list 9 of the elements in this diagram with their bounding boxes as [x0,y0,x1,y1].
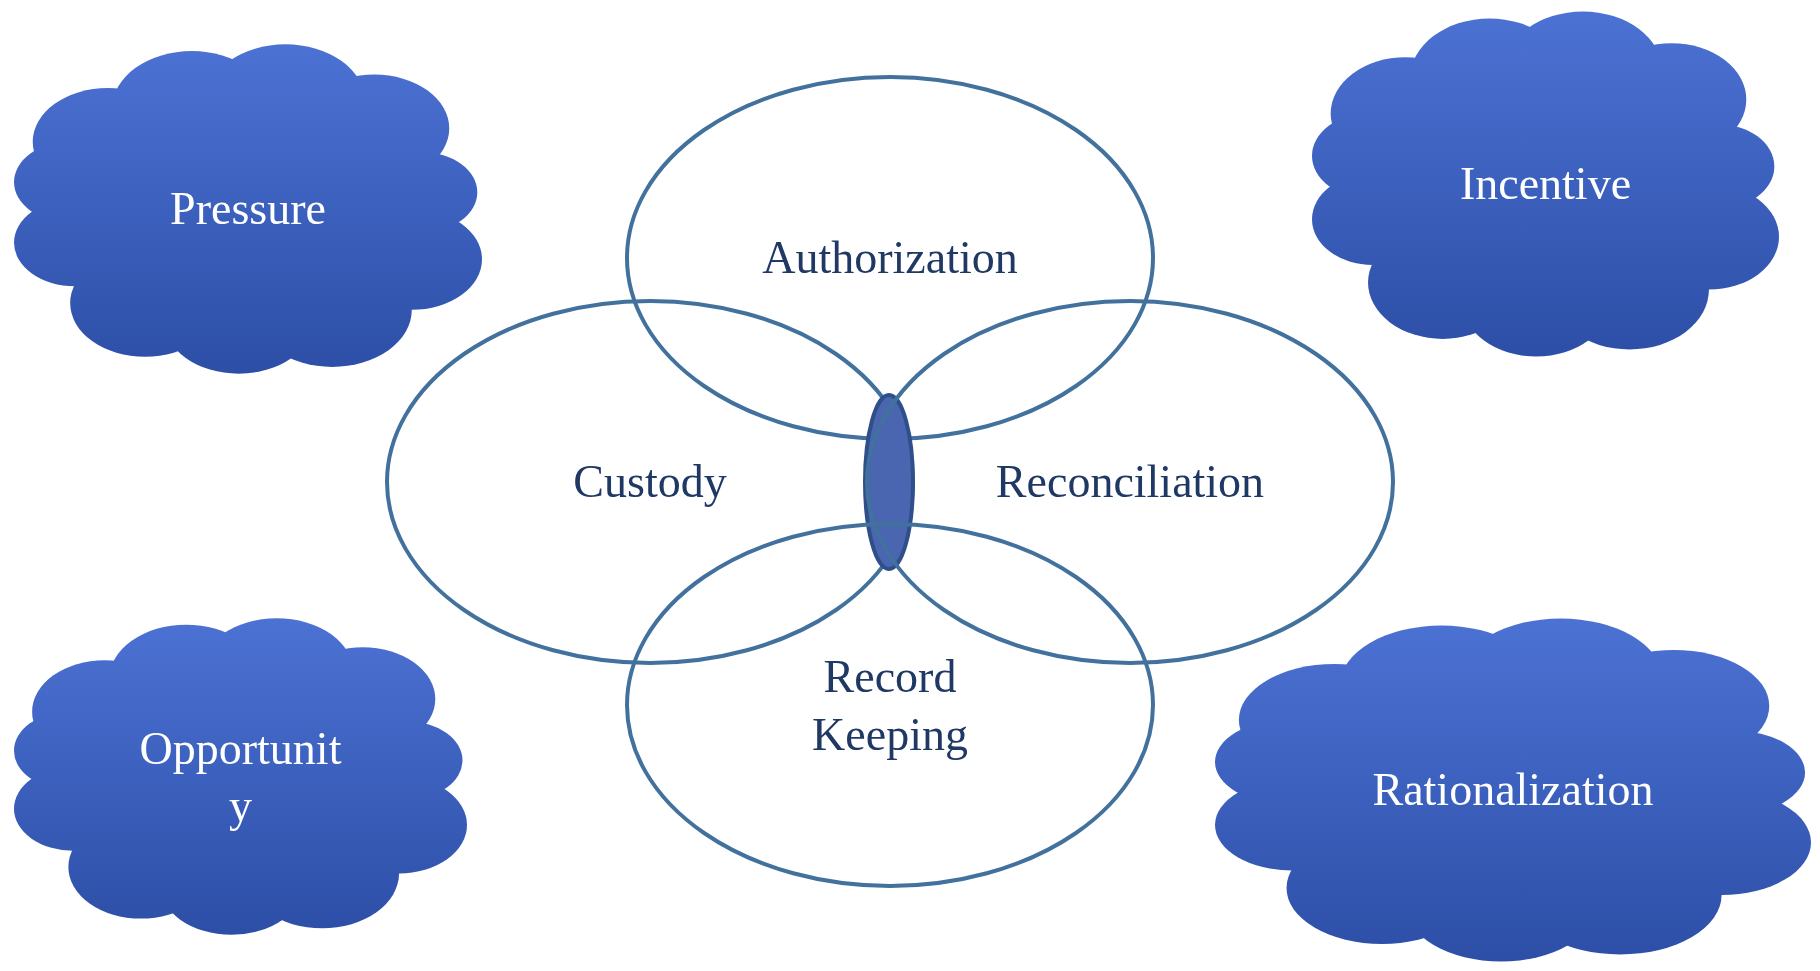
cloud-label: Rationalization [1372,763,1654,818]
ellipse-label: Authorization [762,231,1018,286]
ellipse-label: Reconciliation [995,455,1265,510]
ellipse-label: Custody [573,455,727,510]
cloud-label: Opportunity [138,721,343,833]
cloud-label: Pressure [170,182,326,237]
ellipse-label: Record Keeping [811,649,969,762]
center-ellipse [863,393,915,571]
cloud-label: Incentive [1459,157,1632,212]
